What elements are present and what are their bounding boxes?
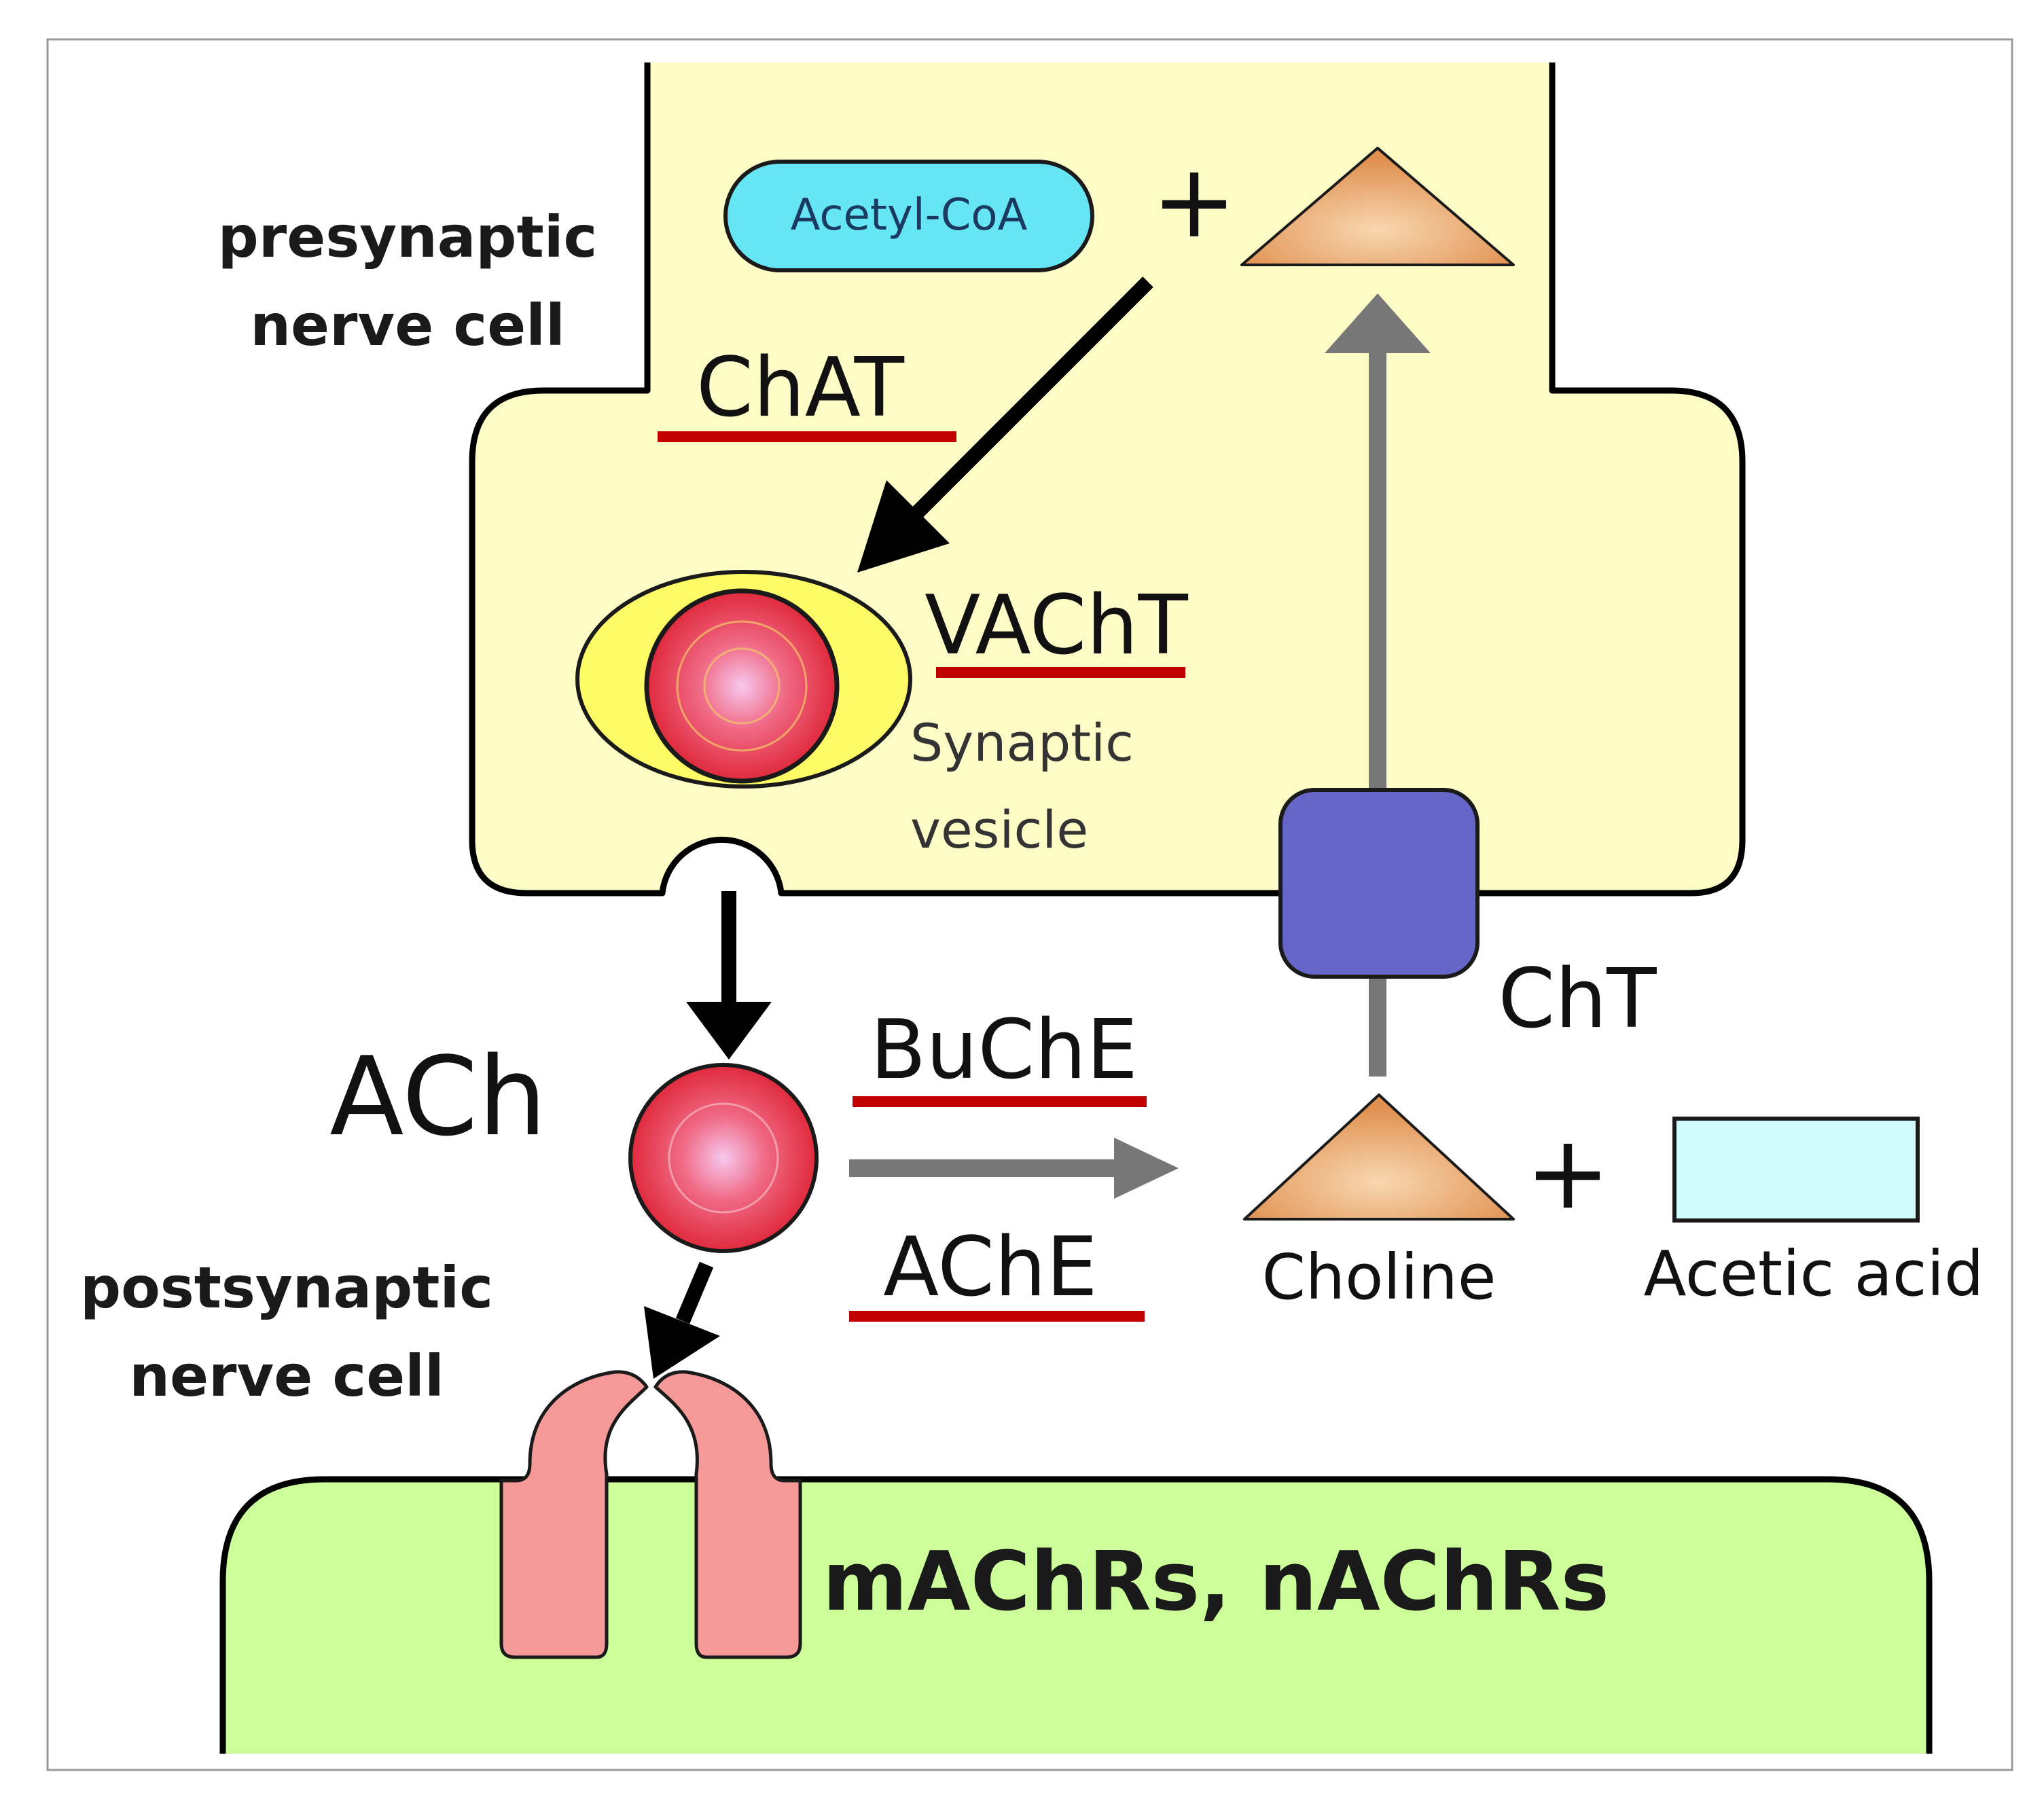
presynaptic-label-line1: presynaptic [218,204,598,270]
vesicle-ach-ring-2 [703,647,781,725]
vacht-label: VAChT [925,579,1188,673]
vesicle-ach-molecule [644,588,840,784]
plus-sign-top: + [1151,143,1237,261]
postsynaptic-label-line2: nerve cell [129,1343,444,1409]
binding-arrow-shaft [675,1261,714,1324]
cht-label: ChT [1498,952,1657,1047]
choline-shape-top [1240,147,1515,266]
receptor-right-half [653,1370,802,1659]
ache-label: AChE [883,1221,1098,1315]
plus-sign-bottom: + [1525,1114,1611,1232]
choline-shape-bottom [1243,1093,1515,1221]
postsynaptic-cell [219,1476,1933,1754]
acetyl-coa-label: Acetyl-CoA [791,190,1028,240]
acetic-acid-label: Acetic acid [1644,1237,1984,1310]
binding-arrow-head [644,1306,720,1379]
synthesis-arrow-head [857,480,950,573]
vesicle-ach-ring-1 [676,620,808,752]
acetic-acid-shape [1672,1117,1920,1223]
ach-label: ACh [329,1033,547,1160]
acetyl-coa-shape [723,160,1094,272]
receptor-left-half [499,1370,649,1659]
postsynaptic-label-line1: postsynaptic [80,1254,493,1321]
buche-label: BuChE [870,1003,1138,1098]
chat-label: ChAT [696,341,905,435]
reuptake-arrow-head [1325,293,1431,353]
release-arrow-head [686,1002,772,1060]
vesicle-label-line1: Synaptic [910,712,1134,773]
vesicle-label-line2: vesicle [910,799,1088,860]
receptors-label: mAChRs, nAChRs [823,1535,1609,1629]
presynaptic-label-line2: nerve cell [250,292,565,359]
hydrolysis-arrow-head [1114,1138,1179,1199]
cht-transporter [1278,788,1480,979]
synthesis-arrow-shaft [901,276,1153,528]
ach-molecule [628,1063,819,1253]
ach-molecule-ring [668,1102,779,1214]
choline-label: Choline [1262,1241,1496,1314]
